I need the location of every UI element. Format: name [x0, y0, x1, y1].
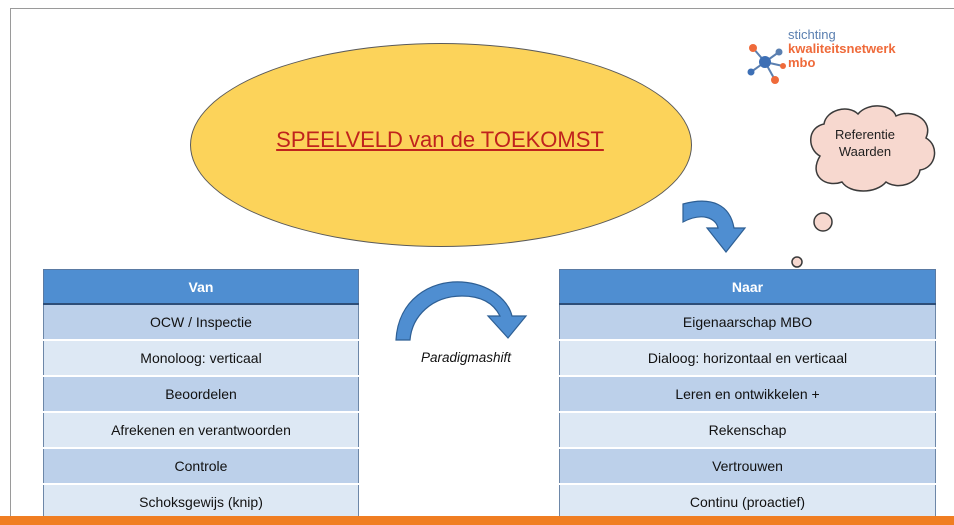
cloud-label: Referentie Waarden	[800, 126, 930, 160]
slide-border-left	[10, 8, 11, 518]
van-row: Schoksgewijs (knip)	[43, 483, 359, 520]
network-logo-icon	[747, 44, 786, 84]
thought-cloud-icon	[791, 105, 936, 268]
naar-row: Dialoog: horizontaal en verticaal	[559, 339, 936, 376]
naar-header: Naar	[559, 269, 936, 305]
van-row: Monoloog: verticaal	[43, 339, 359, 376]
logo-line-2: kwaliteitsnetwerk	[788, 41, 896, 56]
logo-text: stichting kwaliteitsnetwerk mbo	[788, 28, 896, 70]
cloud-line-1: Referentie	[835, 127, 895, 142]
van-row: Controle	[43, 447, 359, 484]
curved-down-arrow-icon	[682, 200, 747, 253]
cloud-line-2: Waarden	[838, 144, 892, 159]
naar-row: Eigenaarschap MBO	[559, 303, 936, 340]
paradigm-shift-arrow-icon	[395, 281, 528, 341]
playing-field-ellipse	[190, 43, 692, 247]
van-row: Beoordelen	[43, 375, 359, 412]
logo-line-1: stichting	[788, 27, 836, 42]
logo-line-3: mbo	[788, 55, 816, 70]
naar-row: Rekenschap	[559, 411, 936, 448]
van-header: Van	[43, 269, 359, 305]
accent-bar	[0, 516, 954, 525]
paradigm-shift-label: Paradigmashift	[420, 350, 512, 365]
slide-title: SPEELVELD van de TOEKOMST	[276, 127, 604, 152]
naar-row: Vertrouwen	[559, 447, 936, 484]
slide-border-top	[10, 8, 954, 9]
naar-table: Naar Eigenaarschap MBO Dialoog: horizont…	[559, 269, 936, 520]
van-row: Afrekenen en verantwoorden	[43, 411, 359, 448]
van-row: OCW / Inspectie	[43, 303, 359, 340]
naar-row: Continu (proactief)	[559, 483, 936, 520]
van-table: Van OCW / Inspectie Monoloog: verticaal …	[43, 269, 359, 520]
naar-row: Leren en ontwikkelen +	[559, 375, 936, 412]
